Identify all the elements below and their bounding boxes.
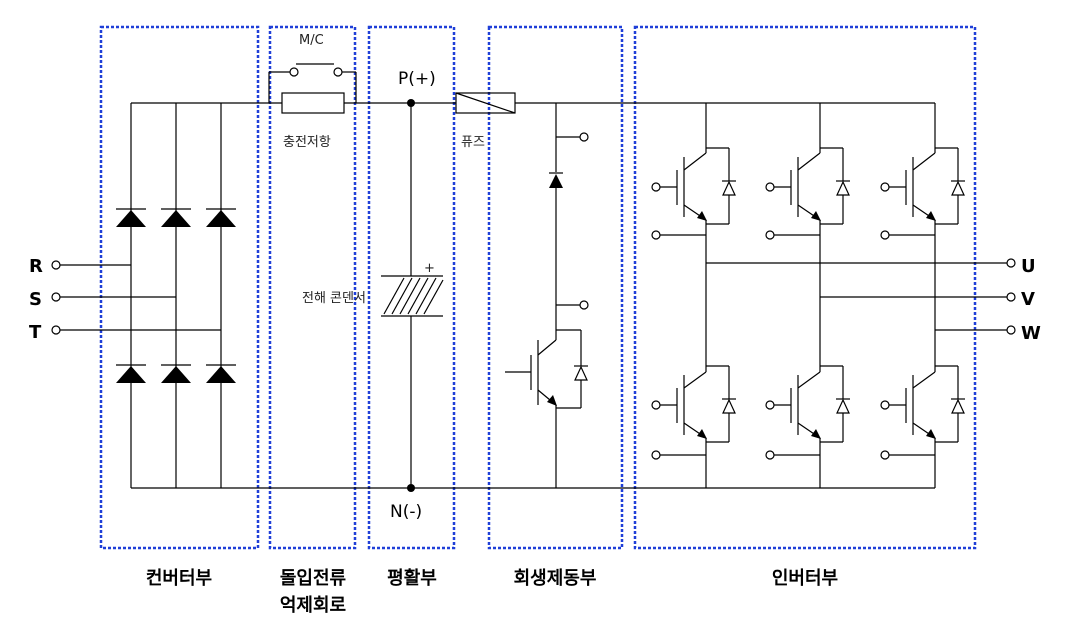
diode-symbol (116, 364, 146, 383)
section-label-inrush-2: 억제회로 (280, 595, 346, 616)
diode-symbol (116, 208, 146, 227)
fuse: 퓨즈 (455, 92, 516, 150)
input-terminal-r: R (29, 256, 43, 277)
diode-symbol (161, 364, 191, 383)
igbt-symbol (880, 140, 965, 372)
converter-section-box (99, 25, 260, 550)
diode-symbol (161, 208, 191, 227)
n-node-dot (407, 484, 415, 492)
capacitor-plus-sign: + (424, 261, 435, 276)
output-terminal-u: U (1021, 256, 1036, 277)
capacitor-label: 전해 콘덴서 (302, 291, 366, 306)
fuse-label: 퓨즈 (461, 135, 485, 150)
n-node-label: N(-) (390, 502, 422, 522)
output-terminals: U V W (706, 256, 1041, 344)
p-node-label: P(+) (398, 69, 436, 89)
regen-section-box (487, 25, 624, 550)
inverter-bridge (651, 103, 965, 488)
p-node-dot (407, 99, 415, 107)
inrush-section-box (268, 25, 357, 550)
output-terminal-v: V (1021, 289, 1035, 310)
diode-bridge (116, 103, 236, 488)
inrush-limiter: M/C 충전저항 (268, 33, 357, 150)
section-label-regen: 회생제동부 (514, 568, 597, 589)
output-terminal-w: W (1021, 323, 1041, 344)
section-label-smoothing: 평활부 (387, 568, 437, 589)
input-terminal-s: S (29, 289, 42, 310)
igbt-symbol (880, 365, 965, 488)
inverter-section-box (633, 25, 977, 550)
charge-resistor-label: 충전저항 (283, 135, 331, 150)
smoothing-section-box (367, 25, 456, 550)
diode-symbol (549, 174, 563, 188)
igbt-symbol (505, 329, 588, 488)
igbt-symbol (651, 365, 736, 488)
igbt-symbol (651, 140, 736, 372)
mc-contact-label: M/C (299, 33, 324, 48)
smoothing-capacitor: + 전해 콘덴서 P(+) N(-) (302, 69, 444, 522)
diode-symbol (206, 364, 236, 383)
input-terminals: R S T (29, 256, 221, 343)
section-label-inverter: 인버터부 (772, 568, 838, 589)
section-label-inrush-1: 돌입전류 (280, 567, 346, 589)
section-label-converter: 컨버터부 (146, 568, 212, 589)
regen-braking-unit (505, 103, 589, 488)
diode-symbol (206, 208, 236, 227)
igbt-symbol (765, 365, 850, 488)
igbt-symbol (765, 140, 850, 372)
input-terminal-t: T (29, 322, 42, 343)
charge-resistor (281, 92, 345, 114)
